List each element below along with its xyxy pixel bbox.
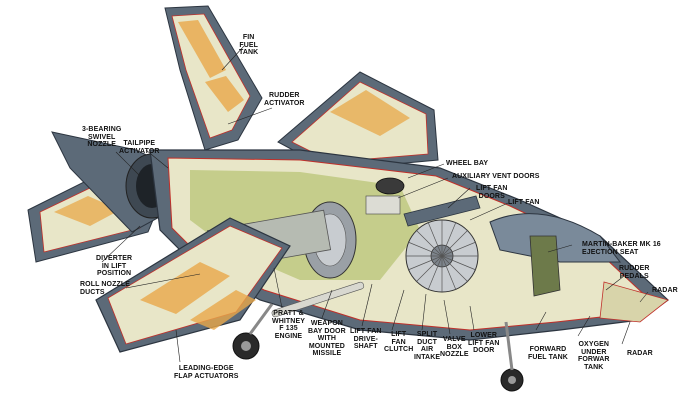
label-rudder-activator: RUDDER ACTIVATOR: [264, 92, 305, 107]
label-weapon-bay-door: WEAPON BAY DOOR WITH MOUNTED MISSILE: [308, 320, 346, 358]
label-auxiliary-vent-doors: AUXILIARY VENT DOORS: [452, 173, 540, 180]
label-pratt-whitney-engine: PRATT & WHITNEY F 135 ENGINE: [272, 310, 305, 340]
label-lift-fan-driveshaft: LIFT FAN DRIVE- SHAFT: [350, 328, 382, 351]
label-rudder-pedals: RUDDER PEDALS: [619, 265, 650, 280]
label-radar-bottom: RADAR: [627, 350, 653, 357]
ejection-seat: [529, 235, 561, 297]
right-fin-fuel: [330, 90, 410, 136]
nose-gear-strut: [504, 321, 514, 371]
label-wheel-bay: WHEEL BAY: [446, 160, 489, 167]
label-oxygen-under-forwar-tank: OXYGEN UNDER FORWAR TANK: [578, 341, 610, 371]
label-roll-nozzle-ducts: ROLL NOZZLE DUCTS: [80, 281, 130, 296]
missile: [271, 281, 365, 318]
leader-lines: [101, 45, 649, 363]
left-wing-fuel-2: [190, 290, 256, 330]
left-wing-fuel-1: [140, 262, 230, 314]
nose-gear-hub: [508, 376, 516, 384]
label-forward-fuel-tank: FORWARD FUEL TANK: [528, 346, 568, 361]
label-martin-baker-ejection-seat: MARTIN-BAKER MK 16 EJECTION SEAT: [582, 241, 661, 256]
label-leading-edge-flap-actuators: LEADING-EDGE FLAP ACTUATORS: [174, 365, 239, 380]
label-tailpipe-activator: TAILPIPE ACTIVATOR: [119, 140, 160, 155]
label-3-bearing-swivel-nozzle: 3-BEARING SWIVEL NOZZLE: [82, 126, 122, 149]
label-lift-fan-clutch: LIFT FAN CLUTCH: [384, 331, 414, 354]
label-lift-fan-doors: LIFT FAN DOORS: [476, 185, 508, 200]
main-gear-strut: [248, 303, 274, 335]
lift-fan-blades: [406, 220, 478, 292]
lift-fan-door-panel: [403, 195, 481, 227]
wheel-bay-wheel: [375, 177, 405, 195]
left-tail-fuel: [54, 196, 120, 226]
main-gear-hub: [241, 341, 251, 351]
fin-fuel-cells: [178, 20, 226, 78]
label-valve-box-nozzle: VALVE BOX NOZZLE: [440, 336, 469, 359]
label-lower-lift-fan-door: LOWER LIFT FAN DOOR: [468, 332, 500, 355]
label-radar-top: RADAR: [652, 287, 678, 294]
fin-fuel-cells-2: [205, 76, 244, 112]
label-split-duct-air-intake: SPLIT DUCT AIR INTAKE: [414, 331, 441, 361]
label-fin-fuel-tank: FIN FUEL TANK: [239, 34, 259, 57]
aux-vent-panel: [365, 195, 401, 215]
label-diverter-in-lift-position: DIVERTER IN LIFT POSITION: [96, 255, 133, 278]
label-lift-fan: LIFT FAN: [508, 199, 540, 206]
